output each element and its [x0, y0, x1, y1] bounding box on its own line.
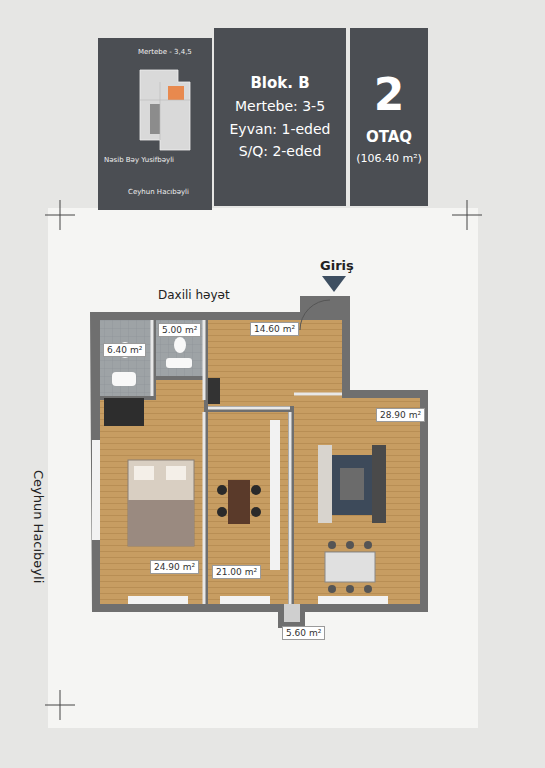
- table-chairs: [325, 552, 375, 582]
- living-room: [294, 398, 420, 604]
- panel-text: 2: [374, 69, 405, 122]
- panel-text: (106.40 m²): [356, 152, 422, 165]
- room-count-panel: 2OTAQ (106.40 m²): [350, 28, 428, 206]
- panel-text: Mertebe: 3-5: [235, 98, 325, 115]
- dining-table: [251, 507, 261, 517]
- key-plan: [140, 82, 190, 140]
- header-panels: [214, 28, 346, 206]
- windows: [318, 596, 388, 604]
- table-chairs: [364, 541, 372, 549]
- street-label: Ceyhun Hacıbəyli: [31, 470, 46, 583]
- panel-text: Eyvan: 1-eded: [230, 121, 331, 138]
- bed: [128, 460, 194, 546]
- apartment-floor: [112, 372, 136, 386]
- panel-text: Ceyhun Hacıbəyli: [128, 188, 189, 196]
- table-chairs: [328, 585, 336, 593]
- area-tag: 5.60 m²: [282, 626, 325, 640]
- key-plan: [168, 86, 184, 100]
- key-plan: [140, 70, 190, 150]
- key-plan: [150, 104, 160, 134]
- area-tag: 28.90 m²: [376, 408, 425, 422]
- dining-table: [217, 480, 261, 524]
- sofa-set: [340, 468, 364, 500]
- area-tag: 6.40 m²: [103, 343, 146, 357]
- panel-text: OTAQ: [366, 128, 412, 146]
- bedroom: [100, 400, 204, 604]
- corridor: [156, 380, 204, 402]
- header-panels: [98, 38, 212, 210]
- balcony: [284, 604, 300, 622]
- area-tag: 5.00 m²: [158, 323, 201, 337]
- windows: [128, 596, 188, 604]
- dining-table: [251, 485, 261, 495]
- dining-room: [208, 412, 288, 604]
- dining-table: [228, 480, 250, 524]
- dining-table: [217, 507, 227, 517]
- bed: [128, 500, 194, 546]
- apartment-floor: [270, 420, 280, 570]
- table-chairs: [346, 541, 354, 549]
- apartment-floor: [208, 378, 220, 404]
- key-plan: [140, 70, 190, 150]
- apartment-floor: [90, 296, 428, 628]
- windows: [220, 596, 270, 604]
- header-panels: [350, 28, 428, 206]
- entrance-arrow: [322, 276, 346, 292]
- header-panels: [98, 28, 428, 210]
- apartment-floor: [300, 300, 330, 330]
- table-chairs: [346, 585, 354, 593]
- panel-text: Blok. B: [250, 74, 309, 92]
- table-chairs: [364, 585, 372, 593]
- apartment-floor: [90, 296, 428, 628]
- apartment-floor: [104, 398, 144, 426]
- dining-table: [217, 485, 227, 495]
- panel-text: Mertebe - 3,4,5: [138, 48, 192, 56]
- table-chairs: [328, 541, 336, 549]
- courtyard-label: Daxili həyət: [158, 288, 230, 302]
- sofa-set: [325, 455, 380, 515]
- panel-text: S/Q: 2-eded: [239, 143, 322, 160]
- bed: [166, 466, 186, 480]
- paper-sheet: [48, 208, 478, 728]
- info-panel: Blok. B Mertebe: 3-5Eyvan: 1-ededS/Q: 2-e…: [214, 28, 346, 206]
- key-plan-panel: Mertebe - 3,4,5Nəsib Bəy YusifbəyliCeyhu…: [98, 38, 212, 210]
- apartment-floor: [166, 358, 192, 368]
- paper-sheet: [45, 200, 482, 720]
- bed: [134, 466, 154, 480]
- bathroom: [156, 320, 204, 376]
- panel-text: Nəsib Bəy Yusifbəyli: [104, 156, 174, 164]
- sofa-set: [318, 445, 386, 523]
- apartment-floor: [174, 337, 186, 353]
- area-tag: 14.60 m²: [250, 322, 299, 336]
- area-tag: 24.90 m²: [150, 560, 199, 574]
- windows: [92, 440, 388, 604]
- table-chairs: [325, 541, 375, 593]
- sofa-set: [372, 445, 386, 523]
- sofa-set: [318, 445, 332, 523]
- entrance-label: Giriş: [320, 258, 354, 273]
- bed: [128, 460, 194, 546]
- windows: [92, 440, 100, 540]
- bathroom: [100, 320, 152, 396]
- area-tag: 21.00 m²: [212, 565, 261, 579]
